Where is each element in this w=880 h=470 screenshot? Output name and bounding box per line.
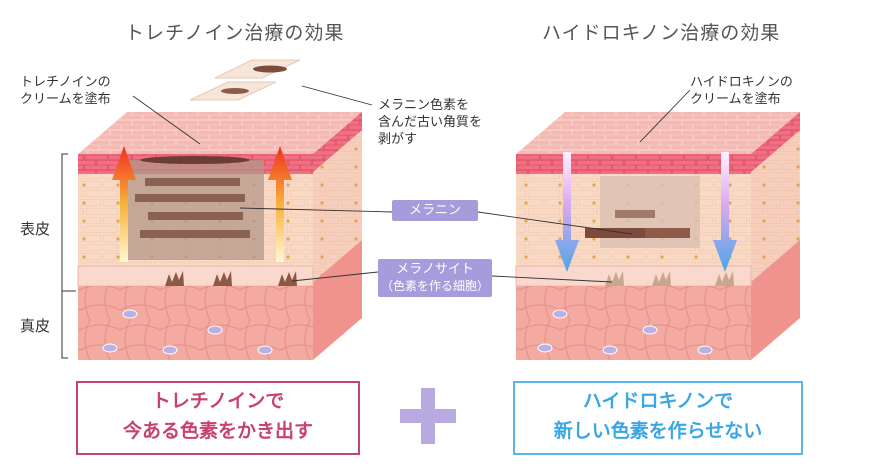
leader-melanin-left <box>239 207 393 213</box>
left-title: トレチノイン治療の効果 <box>125 22 345 44</box>
epidermis-label: 表皮 <box>20 220 51 238</box>
right-top-face <box>516 112 800 154</box>
right-cream-note: ハイドロキノンの クリームを塗布 <box>690 75 793 107</box>
right-skin-cube <box>515 112 800 360</box>
left-arrow-up-2 <box>268 146 292 262</box>
leader-right-cream <box>639 89 691 143</box>
leader-melanocyte-right <box>491 275 613 283</box>
melanocyte-tag: メラノサイト （色素を作る細胞） <box>378 259 492 297</box>
left-top-face <box>78 112 362 154</box>
right-dermis <box>516 286 751 360</box>
left-melanocytes <box>165 271 297 286</box>
left-skin-cube <box>77 59 362 360</box>
leader-left-cream <box>132 95 201 145</box>
dermis-label: 真皮 <box>20 317 51 335</box>
left-result-box: トレチノインで 今ある色素をかき出す <box>76 381 360 455</box>
leader-melanin-right <box>477 211 633 235</box>
right-stratum-corneum <box>516 154 751 174</box>
peel-note: メラニン色素を 含んだ古い角質を 剥がす <box>378 98 483 147</box>
plus-icon <box>400 388 456 444</box>
right-title: ハイドロキノン治療の効果 <box>542 22 781 44</box>
right-arrow-down-2 <box>713 152 737 272</box>
right-result-box: ハイドロキノンで 新しい色素を作らせない <box>513 381 803 455</box>
left-melanin-column <box>128 160 264 260</box>
leader-melanocyte-left <box>291 271 379 282</box>
right-arrow-down-1 <box>555 152 579 272</box>
melanin-tag: メラニン <box>392 200 478 221</box>
left-cream-note: トレチノインの クリームを塗布 <box>20 75 111 107</box>
left-arrow-up-1 <box>112 146 136 262</box>
layer-bracket <box>61 153 76 359</box>
leader-peel <box>301 85 373 106</box>
